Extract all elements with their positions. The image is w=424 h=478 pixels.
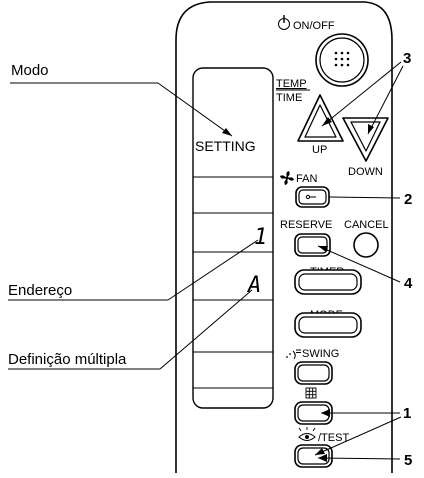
lcd-multiple-digit: A: [246, 273, 261, 298]
callout-3: 3: [403, 50, 411, 67]
grid-icon: [305, 387, 317, 399]
on-off-label: ON/OFF: [293, 20, 335, 32]
callout-1-leader-b: [314, 416, 402, 456]
down-button[interactable]: [342, 117, 389, 162]
callout-3-arrowhead-down: [368, 124, 374, 134]
cancel-label: CANCEL: [344, 219, 389, 231]
multiple-setting-leader: [159, 289, 253, 370]
callout-1-arrowhead-a: [321, 409, 330, 417]
reserve-label: RESERVE: [280, 219, 332, 231]
dots-icon: [334, 51, 350, 67]
on-off-button[interactable]: [315, 33, 369, 87]
mode-leader: [157, 82, 233, 137]
temp-label: TEMP: [276, 78, 307, 90]
mode-button[interactable]: [294, 312, 362, 338]
lcd-address-digit: 1: [254, 225, 267, 250]
mode-callout-label: Modo: [11, 62, 49, 79]
eye-icon: [298, 427, 316, 441]
swing-icon: [286, 349, 301, 360]
callout-1: 1: [403, 405, 411, 422]
swing-button[interactable]: [294, 361, 333, 385]
cancel-button[interactable]: [353, 232, 379, 258]
reserve-button[interactable]: [294, 233, 331, 257]
callout-2: 2: [404, 191, 412, 208]
callout-3-arrowhead-up: [322, 117, 332, 126]
timer-button[interactable]: [294, 269, 362, 295]
callout-4-arrowhead: [318, 246, 328, 252]
fan-button[interactable]: [295, 186, 330, 208]
on-off-label-group: ON/OFF: [278, 15, 335, 32]
callout-5-arrowhead: [318, 454, 327, 462]
address-callout-label: Endereço: [8, 282, 72, 299]
callout-1-arrowhead-b: [315, 448, 325, 455]
callout-2-leader: [328, 196, 401, 199]
test-label: /TEST: [318, 432, 349, 444]
callout-5: 5: [404, 452, 412, 469]
mode-arrowhead: [222, 128, 232, 136]
callout-4-leader: [317, 245, 401, 283]
callout-4: 4: [404, 275, 413, 292]
up-label: UP: [312, 144, 327, 156]
fan-label: FAN: [296, 173, 317, 185]
fan-icon: [280, 171, 294, 185]
swing-label: SWING: [302, 348, 339, 360]
callout-3-leader-up: [321, 61, 402, 127]
callout-3-leader-down: [367, 65, 404, 135]
address-leader: [167, 239, 259, 301]
multiple-setting-callout-label: Definição múltipla: [8, 351, 127, 368]
down-label: DOWN: [348, 166, 383, 178]
time-label: TIME: [276, 92, 302, 104]
callout-5-leader: [317, 457, 401, 460]
lcd-setting-text: SETTING: [195, 138, 256, 154]
